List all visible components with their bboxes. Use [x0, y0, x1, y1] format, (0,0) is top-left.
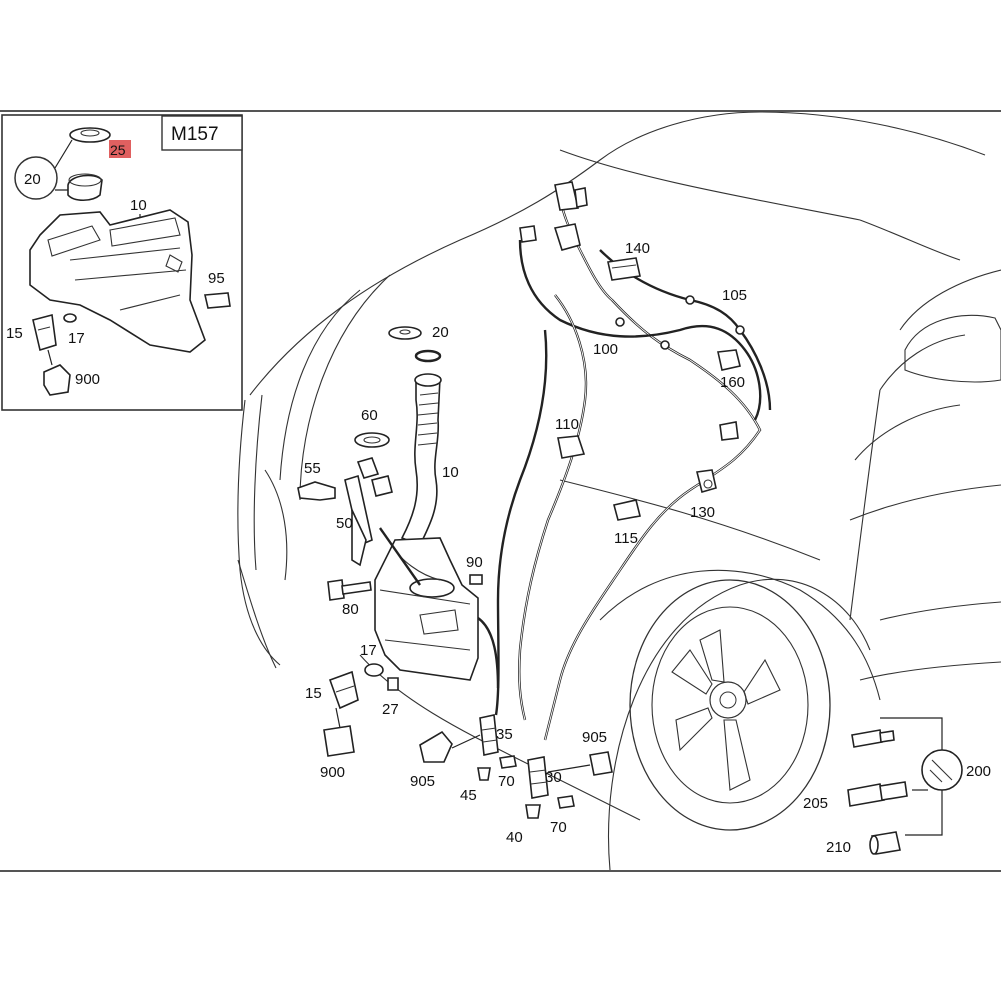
callout-110: 110 [555, 416, 579, 433]
callout-100: 100 [593, 341, 618, 358]
inset-label-grommet: 95 [208, 270, 225, 287]
callout-900: 900 [320, 764, 345, 781]
inset-label-seal: 25 [110, 142, 126, 158]
inset-label-washer: 17 [68, 330, 85, 347]
inset-label-pump: 15 [6, 325, 23, 342]
callout-35: 35 [496, 726, 513, 743]
inset-label-tank: 10 [130, 197, 147, 214]
hose-harness [494, 181, 772, 741]
callout-140: 140 [625, 240, 650, 257]
inset-panel: M157 25 20 10 95 15 17 90 [1, 114, 243, 411]
callout-105: 105 [722, 287, 747, 304]
callout-20: 20 [432, 324, 449, 341]
callout-115: 115 [614, 530, 638, 547]
callout-60: 60 [361, 407, 378, 424]
washer-pumps: 35 905 45 70 30 905 70 40 [410, 714, 613, 846]
callout-50: 50 [336, 515, 353, 532]
harness-callouts: 140 105 100 160 110 130 115 [555, 240, 747, 547]
callout-10: 10 [442, 464, 459, 481]
callout-27: 27 [382, 701, 399, 718]
callout-90: 90 [466, 554, 483, 571]
callout-55: 55 [304, 460, 321, 477]
callout-30: 30 [545, 769, 562, 786]
callout-17: 17 [360, 642, 377, 659]
washer-reservoir: 10 [374, 373, 500, 689]
callout-210: 210 [826, 839, 851, 856]
reservoir-fittings: 20 60 55 50 90 80 17 15 27 900 [297, 324, 483, 781]
callout-70-lower: 70 [550, 819, 567, 836]
model-code: M157 [171, 124, 219, 145]
callout-80: 80 [342, 601, 359, 618]
callout-45: 45 [460, 787, 477, 804]
inset-label-connector: 900 [75, 371, 100, 388]
frame [0, 110, 1001, 872]
seal-highlight [109, 140, 131, 158]
callout-130: 130 [690, 504, 715, 521]
callout-70-upper: 70 [498, 773, 515, 790]
repair-kit: 200 205 210 [803, 717, 991, 856]
callout-15: 15 [305, 685, 322, 702]
callout-905-right: 905 [582, 729, 607, 746]
callout-200: 200 [966, 763, 991, 780]
inset-label-cap: 20 [24, 171, 41, 188]
callout-205: 205 [803, 795, 828, 812]
car-body-outline [237, 111, 1001, 821]
front-wheel [607, 578, 871, 871]
callout-160: 160 [720, 374, 745, 391]
callout-40: 40 [506, 829, 523, 846]
callout-905-left: 905 [410, 773, 435, 790]
